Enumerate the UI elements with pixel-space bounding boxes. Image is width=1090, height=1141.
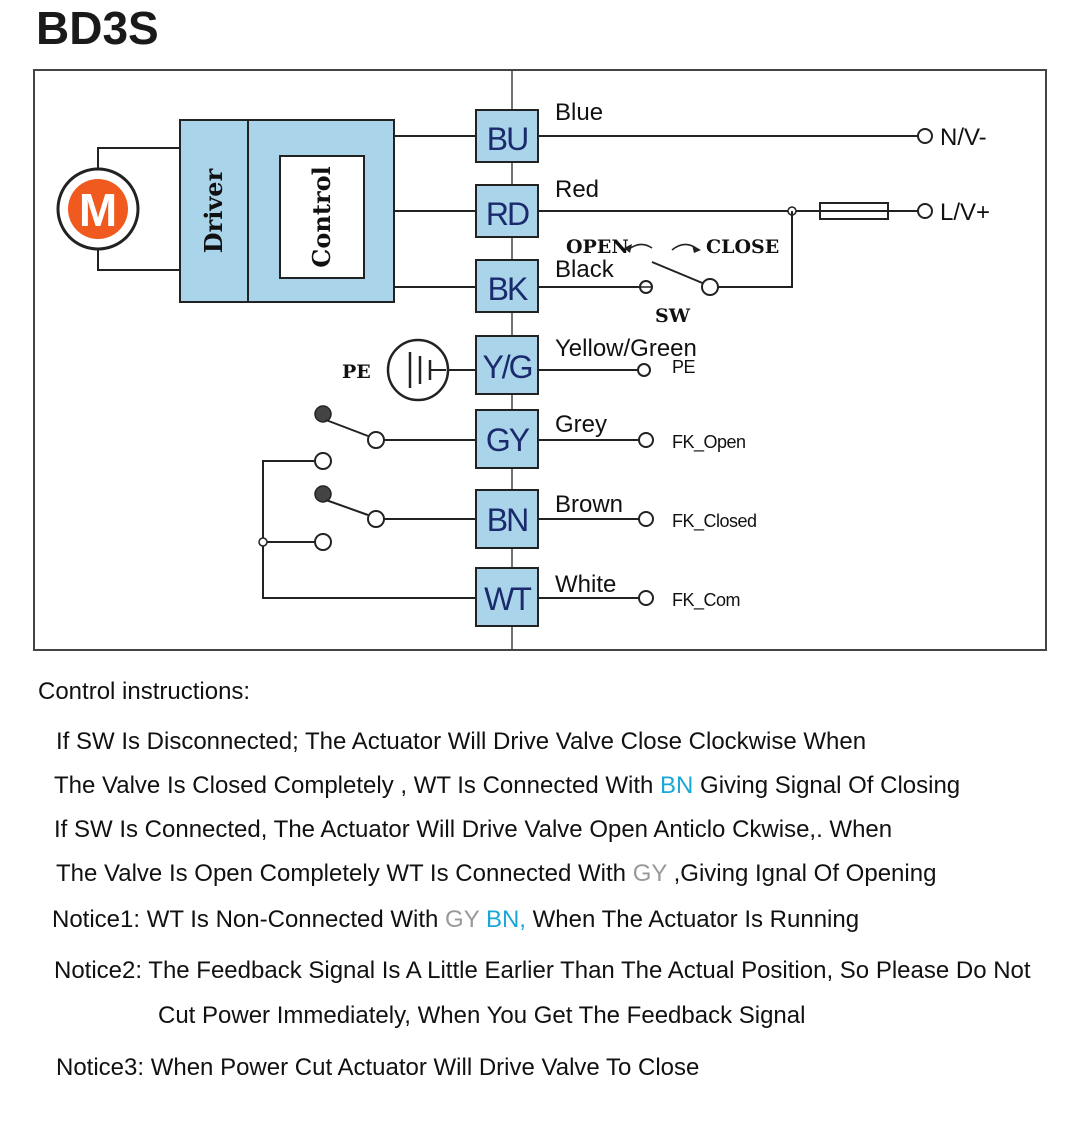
terminal-bk bbox=[475, 259, 539, 313]
outer-frame bbox=[33, 69, 1047, 651]
pe-end-label: PE bbox=[672, 357, 696, 377]
lv-label: L/V+ bbox=[940, 199, 990, 226]
terminal-rd-label: RD bbox=[486, 196, 529, 232]
switch-open-label: OPEN bbox=[566, 236, 629, 258]
control-inner-box bbox=[279, 155, 365, 279]
instruction-line-3: If SW Is Connected, The Actuator Will Dr… bbox=[54, 816, 893, 843]
switch-return-wire bbox=[718, 211, 793, 288]
wire-grey-label: Grey bbox=[555, 411, 607, 438]
terminal-bn-label: BN bbox=[487, 502, 527, 538]
switch-close-label: CLOSE bbox=[706, 236, 779, 258]
terminal-bn bbox=[475, 489, 539, 549]
terminal-nv-point bbox=[917, 128, 933, 144]
gy-highlight: GY bbox=[632, 860, 667, 887]
instruction-line-4: The Valve Is Open Completely WT Is Conne… bbox=[56, 860, 937, 887]
fk-open-label: FK_Open bbox=[672, 432, 746, 453]
wire-yg-label: Yellow/Green bbox=[555, 335, 697, 362]
notice-2-line-2: Cut Power Immediately, When You Get The … bbox=[158, 1002, 806, 1029]
instructions-heading: Control instructions: bbox=[38, 678, 251, 705]
terminal-rd bbox=[475, 184, 539, 238]
bn-highlight: BN bbox=[660, 772, 694, 799]
terminal-strip: BU RD BK Y/G GY BN WT bbox=[475, 109, 539, 627]
fk-com-label: FK_Com bbox=[672, 590, 740, 611]
fk-open-point bbox=[638, 432, 654, 448]
pe-label: PE bbox=[342, 361, 371, 383]
ground-icon bbox=[386, 338, 450, 402]
notice1-gy: GY bbox=[445, 906, 480, 933]
terminal-gy-label: GY bbox=[486, 422, 530, 458]
terminal-wt-label: WT bbox=[484, 581, 531, 617]
switch-name-label: SW bbox=[655, 305, 691, 327]
terminal-bk-label: BK bbox=[488, 271, 528, 307]
wire-blue-label: Blue bbox=[555, 99, 603, 126]
nv-label: N/V- bbox=[940, 124, 987, 151]
switch-lever bbox=[651, 261, 713, 288]
motor: M bbox=[56, 167, 140, 251]
notice-3: Notice3: When Power Cut Actuator Will Dr… bbox=[56, 1054, 700, 1081]
terminal-lv-point bbox=[917, 203, 933, 219]
notice-2-line-1: Notice2: The Feedback Signal Is A Little… bbox=[54, 957, 1031, 984]
motor-label: M bbox=[79, 184, 117, 236]
fk-closed-label: FK_Closed bbox=[672, 511, 757, 532]
terminal-bu-label: BU bbox=[487, 121, 527, 157]
terminal-yg-label: Y/G bbox=[482, 349, 531, 385]
wire-black-label: Black bbox=[555, 256, 615, 283]
notice1-bn: BN, bbox=[479, 906, 526, 933]
wire-brown-label: Brown bbox=[555, 491, 623, 518]
wire-white-label: White bbox=[555, 571, 616, 598]
control-label: Control bbox=[307, 166, 336, 267]
feedback-switches bbox=[258, 405, 476, 599]
switch-contact-right bbox=[701, 278, 719, 296]
fk-closed-point bbox=[638, 511, 654, 527]
driver-box bbox=[179, 119, 249, 303]
terminal-bu bbox=[475, 109, 539, 163]
wiring-diagram: BD3S M Driver Control BU RD BK Y/G GY BN… bbox=[33, 2, 1047, 651]
terminal-yg bbox=[475, 335, 539, 395]
notice-1: Notice1: WT Is Non-Connected With GY BN,… bbox=[52, 906, 860, 933]
instruction-line-1: If SW Is Disconnected; The Actuator Will… bbox=[56, 728, 867, 755]
driver-label: Driver bbox=[199, 168, 228, 253]
pe-point bbox=[637, 363, 651, 377]
diagram-title: BD3S bbox=[36, 2, 159, 54]
instruction-line-2: The Valve Is Closed Completely , WT Is C… bbox=[54, 772, 961, 799]
wire-red-label: Red bbox=[555, 176, 599, 203]
fk-com-point bbox=[638, 590, 654, 606]
